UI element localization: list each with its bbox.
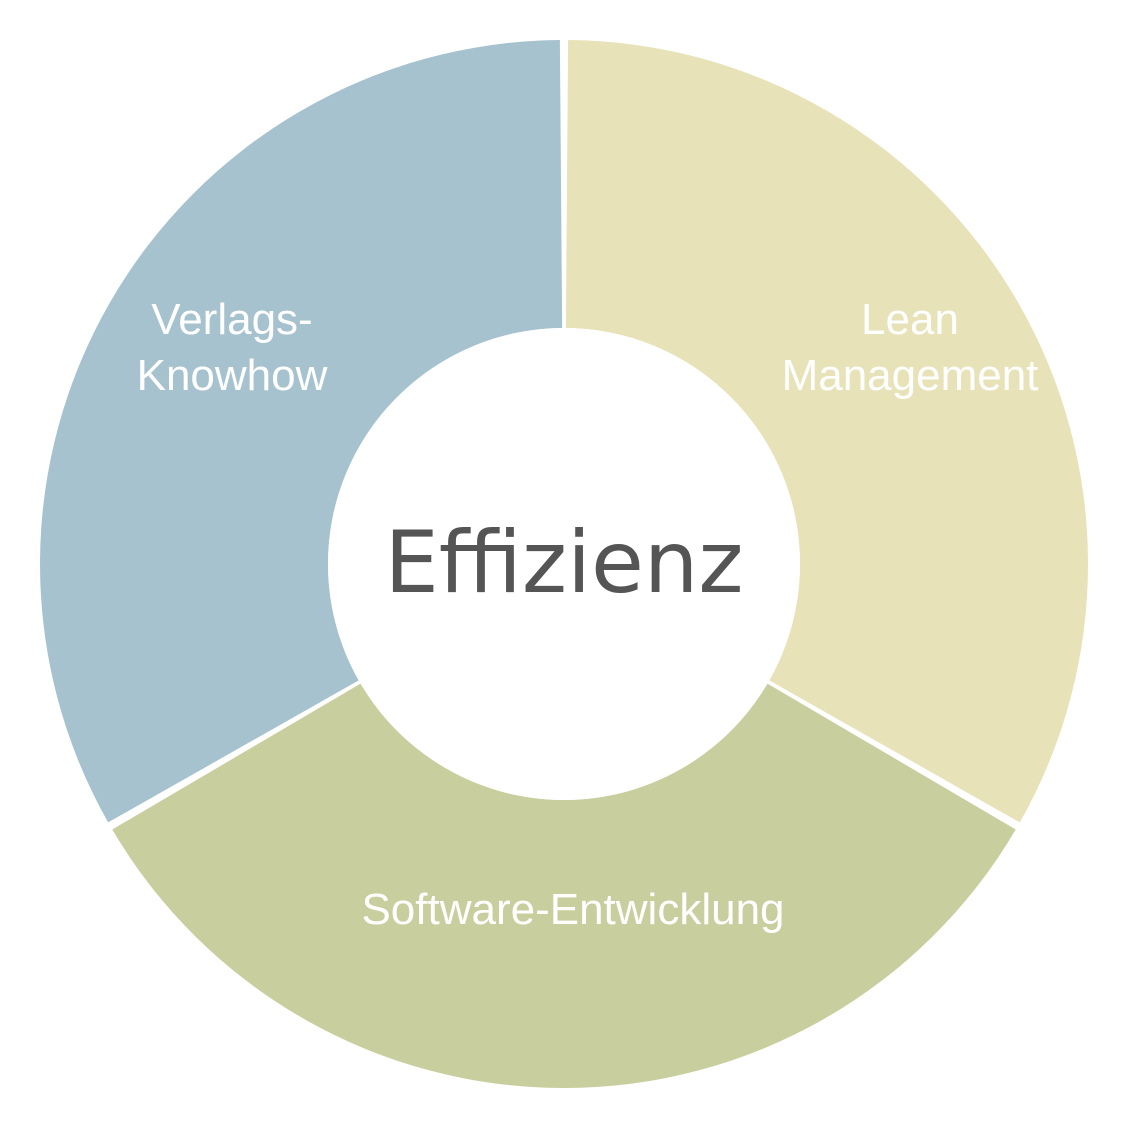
segment-label-2: Software-Entwicklung xyxy=(361,885,784,934)
segment-label-3: Verlags- Knowhow xyxy=(137,295,328,400)
segment-label-line: Management xyxy=(782,351,1039,400)
segment-label-line: Software-Entwicklung xyxy=(361,885,784,934)
segment-label-line: Verlags- xyxy=(151,295,312,344)
segment-label-line: Knowhow xyxy=(137,351,328,400)
center-label: Effizienz xyxy=(384,513,743,613)
ring-segment-3 xyxy=(39,40,563,823)
center-disc xyxy=(328,328,800,800)
ring-segments xyxy=(39,40,1088,1088)
ring-segment-1 xyxy=(565,40,1088,823)
segment-label-line: Lean xyxy=(861,295,959,344)
ring-segment-2 xyxy=(112,683,1016,1088)
